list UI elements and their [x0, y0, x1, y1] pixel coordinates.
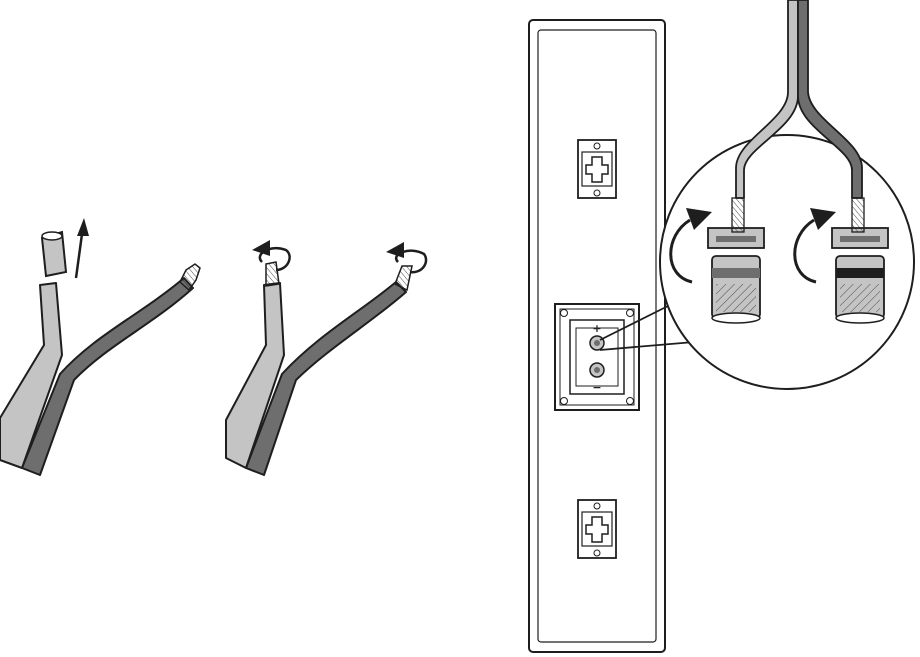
- negative-terminal-label: −: [592, 381, 601, 394]
- stripped-wire-end: [851, 197, 865, 233]
- keyhole-bracket-top: [577, 139, 617, 199]
- stripped-wire-end: [179, 263, 201, 292]
- twist-arrow-icon: [386, 242, 428, 274]
- keyhole-bracket-bottom: [577, 499, 617, 559]
- positive-terminal-label: +: [592, 322, 601, 335]
- terminal-plate: + −: [554, 303, 640, 411]
- binding-post-dark-wire: [831, 227, 889, 324]
- terminal-detail-callout: [659, 134, 915, 390]
- tighten-arrow-icon: [669, 208, 712, 284]
- cable-light-conductor: [0, 282, 63, 469]
- step-strip-insulation: [0, 218, 201, 476]
- twisted-wire-end: [394, 265, 413, 292]
- stripped-wire-end: [731, 197, 745, 233]
- tighten-arrow-icon: [793, 208, 836, 284]
- step-twist-strands: [225, 240, 428, 476]
- speaker-cable-pair: [731, 0, 865, 233]
- binding-post-light-wire: [707, 227, 765, 324]
- insulation-sleeve: [40, 230, 68, 278]
- pull-up-arrow-icon: [74, 218, 89, 279]
- speaker-cabinet: + −: [528, 19, 666, 653]
- twisted-wire-end: [265, 261, 280, 287]
- cable-dark-conductor: [21, 277, 194, 476]
- twist-arrow-icon: [252, 240, 291, 272]
